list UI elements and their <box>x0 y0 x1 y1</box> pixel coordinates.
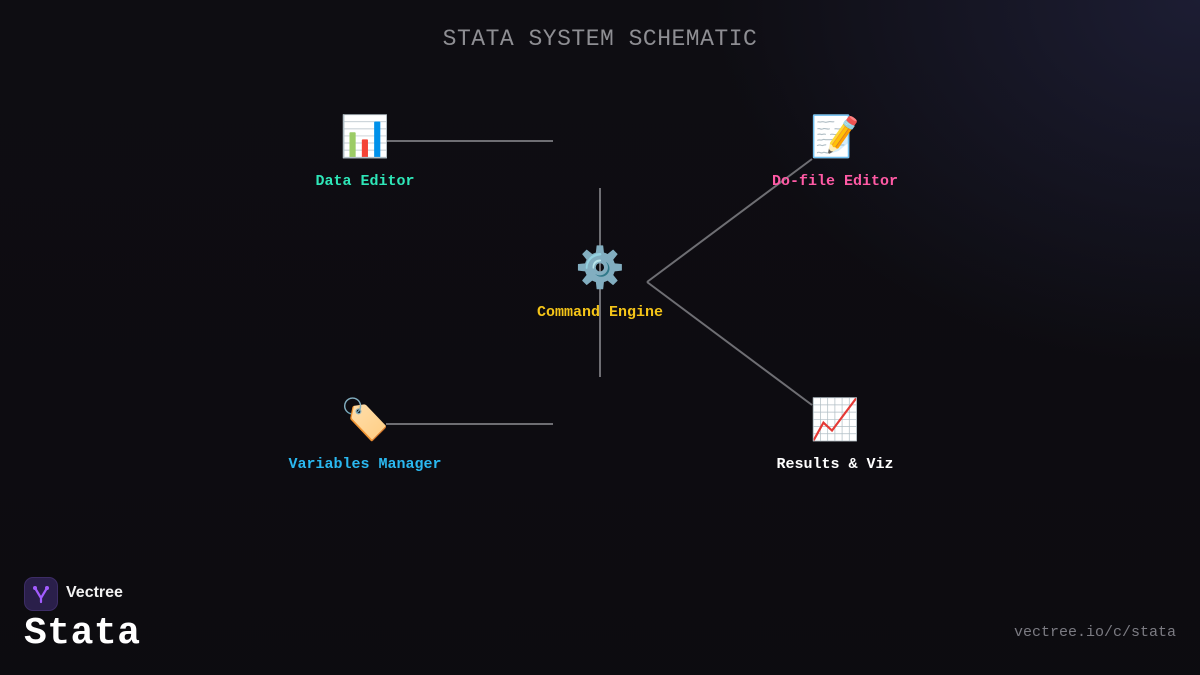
node-variables-manager[interactable]: 🏷️ Variables Manager <box>245 394 485 473</box>
gear-icon: ⚙️ <box>575 245 625 291</box>
logo-mark <box>33 586 49 604</box>
bar-chart-icon: 📊 <box>340 114 390 160</box>
connector-do-file-editor <box>646 158 813 283</box>
memo-icon: 📝 <box>810 114 860 160</box>
node-label: Do-file Editor <box>771 173 899 190</box>
vectree-logo-icon[interactable] <box>24 577 58 611</box>
node-label: Results & Viz <box>776 456 894 473</box>
node-label: Variables Manager <box>288 456 442 473</box>
node-command-engine[interactable]: ⚙️ Command Engine <box>480 242 720 321</box>
trending-chart-icon: 📈 <box>810 397 860 443</box>
diagram-title: STATA SYSTEM SCHEMATIC <box>442 26 758 52</box>
node-results-viz[interactable]: 📈 Results & Viz <box>715 394 955 473</box>
connector-results-viz <box>646 281 813 406</box>
brand-name: Vectree <box>66 584 123 601</box>
label-tag-icon: 🏷️ <box>340 397 390 443</box>
node-do-file-editor[interactable]: 📝 Do-file Editor <box>715 111 955 190</box>
product-url[interactable]: vectree.io/c/stata <box>1013 624 1176 641</box>
node-data-editor[interactable]: 📊 Data Editor <box>245 111 485 190</box>
node-label: Data Editor <box>315 173 415 190</box>
product-name: Stata <box>24 612 141 655</box>
node-label: Command Engine <box>536 304 664 321</box>
